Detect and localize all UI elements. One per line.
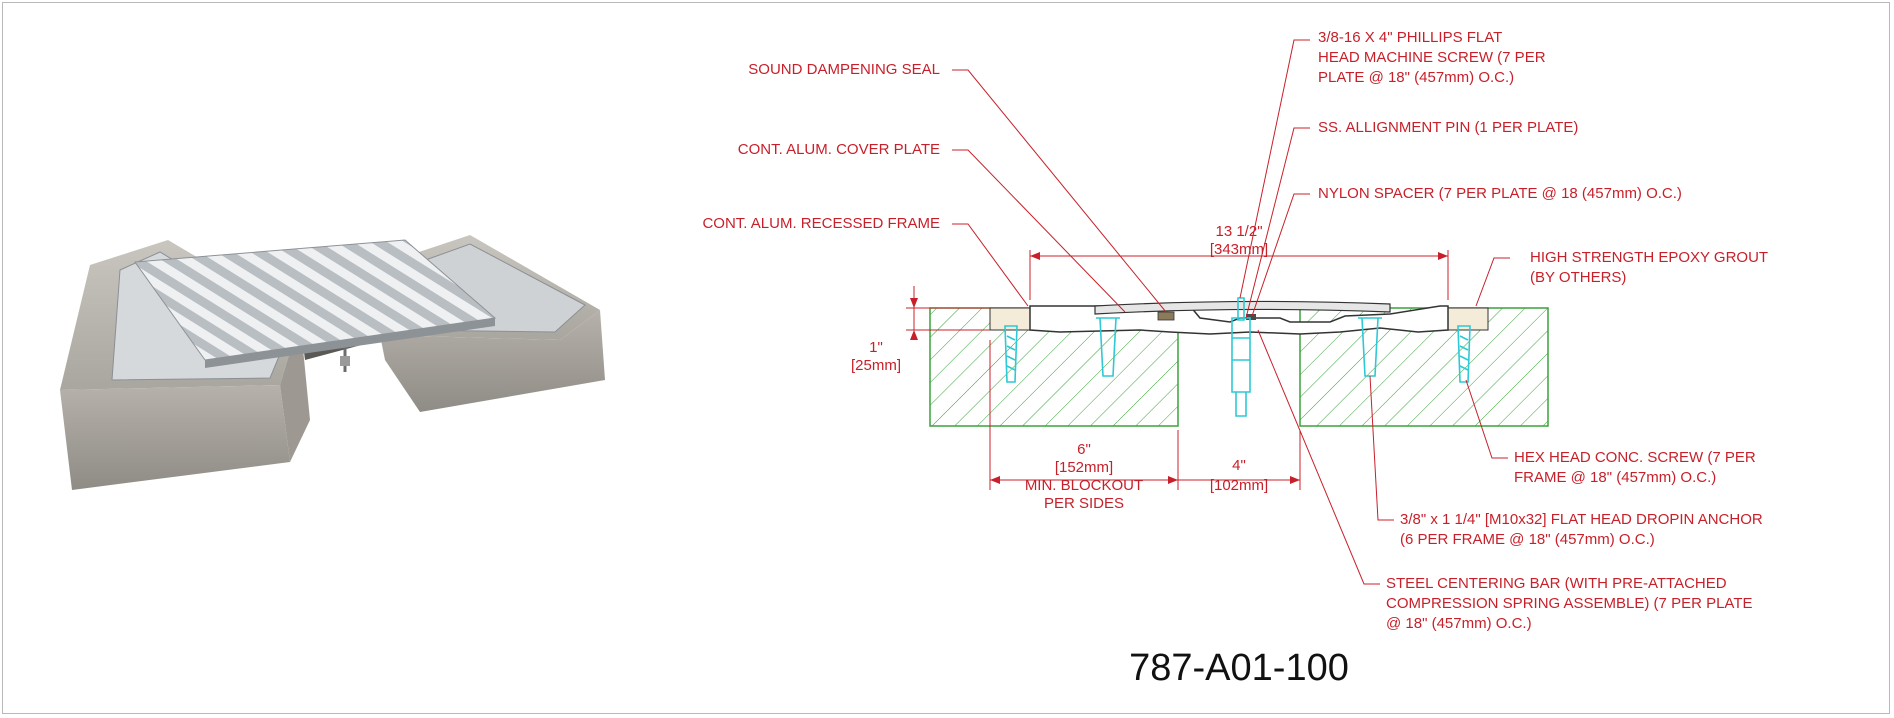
cover-plate-edge xyxy=(205,318,495,368)
right-hex-screw xyxy=(1457,325,1471,383)
callout-screw-line2: HEAD MACHINE SCREW (7 PER xyxy=(1318,49,1546,66)
callout-screw-line3: PLATE @ 18" (457mm) O.C.) xyxy=(1318,69,1514,86)
cover-plate-profile xyxy=(1094,300,1391,315)
left-concrete-block-side xyxy=(280,318,310,462)
dim-blockout-mm: [152mm] xyxy=(1055,459,1113,476)
callout-cover-plate: CONT. ALUM. COVER PLATE xyxy=(738,141,940,158)
callout-hex-line1: HEX HEAD CONC. SCREW (7 PER xyxy=(1514,449,1756,466)
section-drawing: 3/8-16 X 4" PHILLIPS FLAT HEAD MACHINE S… xyxy=(702,29,1768,689)
callout-grout-line2: (BY OTHERS) xyxy=(1530,269,1626,286)
dim-blockout-in: 6" xyxy=(1077,441,1091,458)
dim-blockout-note2: PER SIDES xyxy=(1044,495,1124,512)
dim-depth-mm: [25mm] xyxy=(851,357,901,374)
center-spring-bar xyxy=(1231,317,1251,417)
left-concrete-block-front xyxy=(60,385,290,490)
right-dropin-anchor xyxy=(1358,317,1382,377)
callout-hex-line2: FRAME @ 18" (457mm) O.C.) xyxy=(1514,469,1716,486)
center-screw xyxy=(1237,297,1245,321)
dim-overall-mm: [343mm] xyxy=(1210,241,1268,258)
dim-blockout-note1: MIN. BLOCKOUT xyxy=(1025,477,1143,494)
callout-grout-line1: HIGH STRENGTH EPOXY GROUT xyxy=(1530,249,1768,266)
hardware xyxy=(1004,297,1471,417)
callout-anchor-line1: 3/8" x 1 1/4" [M10x32] FLAT HEAD DROPIN … xyxy=(1400,511,1763,528)
callout-bar-line3: @ 18" (457mm) O.C.) xyxy=(1386,615,1532,632)
sound-seal xyxy=(1157,311,1175,321)
drawing-number: 787-A01-100 xyxy=(1129,647,1349,689)
right-concrete-block-front xyxy=(380,310,605,412)
left-hex-screw xyxy=(1004,325,1018,383)
dimension-arrows xyxy=(910,252,1448,484)
callout-nylon-spacer: NYLON SPACER (7 PER PLATE @ 18 (457mm) O… xyxy=(1318,185,1682,202)
callout-bar-line2: COMPRESSION SPRING ASSEMBLE) (7 PER PLAT… xyxy=(1386,595,1752,612)
callout-frame: CONT. ALUM. RECESSED FRAME xyxy=(702,215,940,232)
spring-bar-rendering xyxy=(340,348,350,372)
leader-lines xyxy=(952,39,1510,585)
nylon-spacer xyxy=(1246,314,1256,320)
joint-rendering xyxy=(60,235,605,490)
callout-pin: SS. ALLIGNMENT PIN (1 PER PLATE) xyxy=(1318,119,1578,136)
callout-screw-line1: 3/8-16 X 4" PHILLIPS FLAT xyxy=(1318,29,1502,46)
dim-gap-mm: [102mm] xyxy=(1210,477,1268,494)
dim-gap-in: 4" xyxy=(1232,457,1246,474)
callout-anchor-line2: (6 PER FRAME @ 18" (457mm) O.C.) xyxy=(1400,531,1655,548)
left-dropin-anchor xyxy=(1096,317,1120,377)
callout-bar-line1: STEEL CENTERING BAR (WITH PRE-ATTACHED xyxy=(1386,575,1727,592)
dim-overall-in: 13 1/2" xyxy=(1215,223,1262,240)
dim-depth-in: 1" xyxy=(869,339,883,356)
callout-sound-seal: SOUND DAMPENING SEAL xyxy=(748,61,940,78)
